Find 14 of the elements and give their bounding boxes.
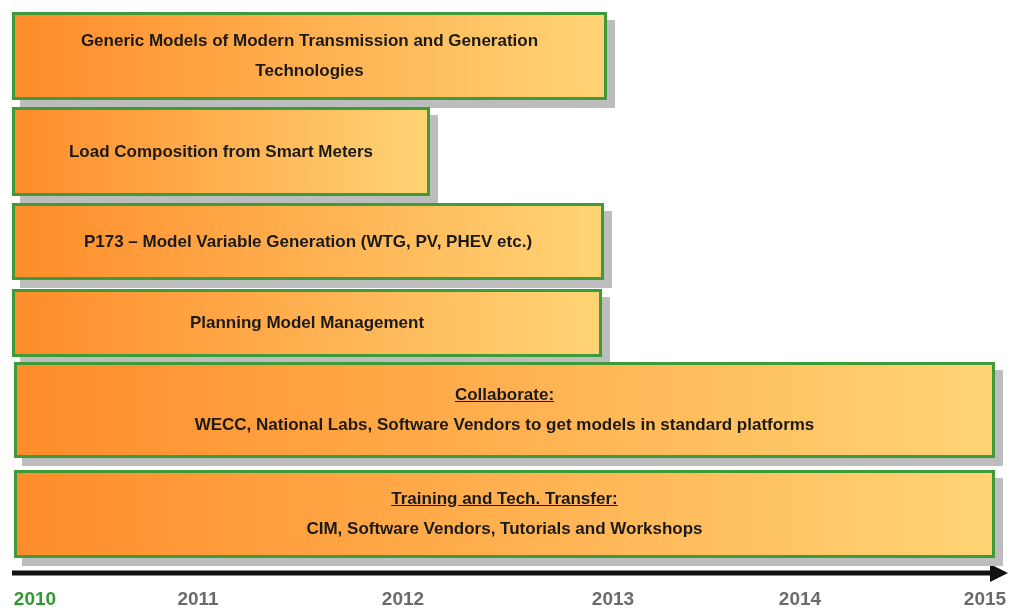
year-label: 2012 [380,588,426,610]
bar-text: P173 – Model Variable Generation (WTG, PV, PHEV etc.) [83,230,533,253]
bar-text: Planning Model Management [189,312,425,334]
bar-heading: Collaborate: [454,384,555,406]
year-label: 2010 [12,588,58,610]
bar-text: CIM, Software Vendors, Tutorials and Workshops [306,518,703,540]
year-label: 2014 [777,588,823,610]
year-label: 2015 [962,588,1008,610]
year-label: 2013 [590,588,636,610]
bar-text: Generic Models of Modern Transmission and Generation Technologies [79,30,540,82]
year-label: 2011 [176,588,220,610]
bar-text: Load Composition from Smart Meters [68,140,374,163]
bar-heading: Training and Tech. Transfer: [391,488,618,510]
bar-text: WECC, National Labs, Software Vendors to get models in standard platforms [194,414,815,436]
